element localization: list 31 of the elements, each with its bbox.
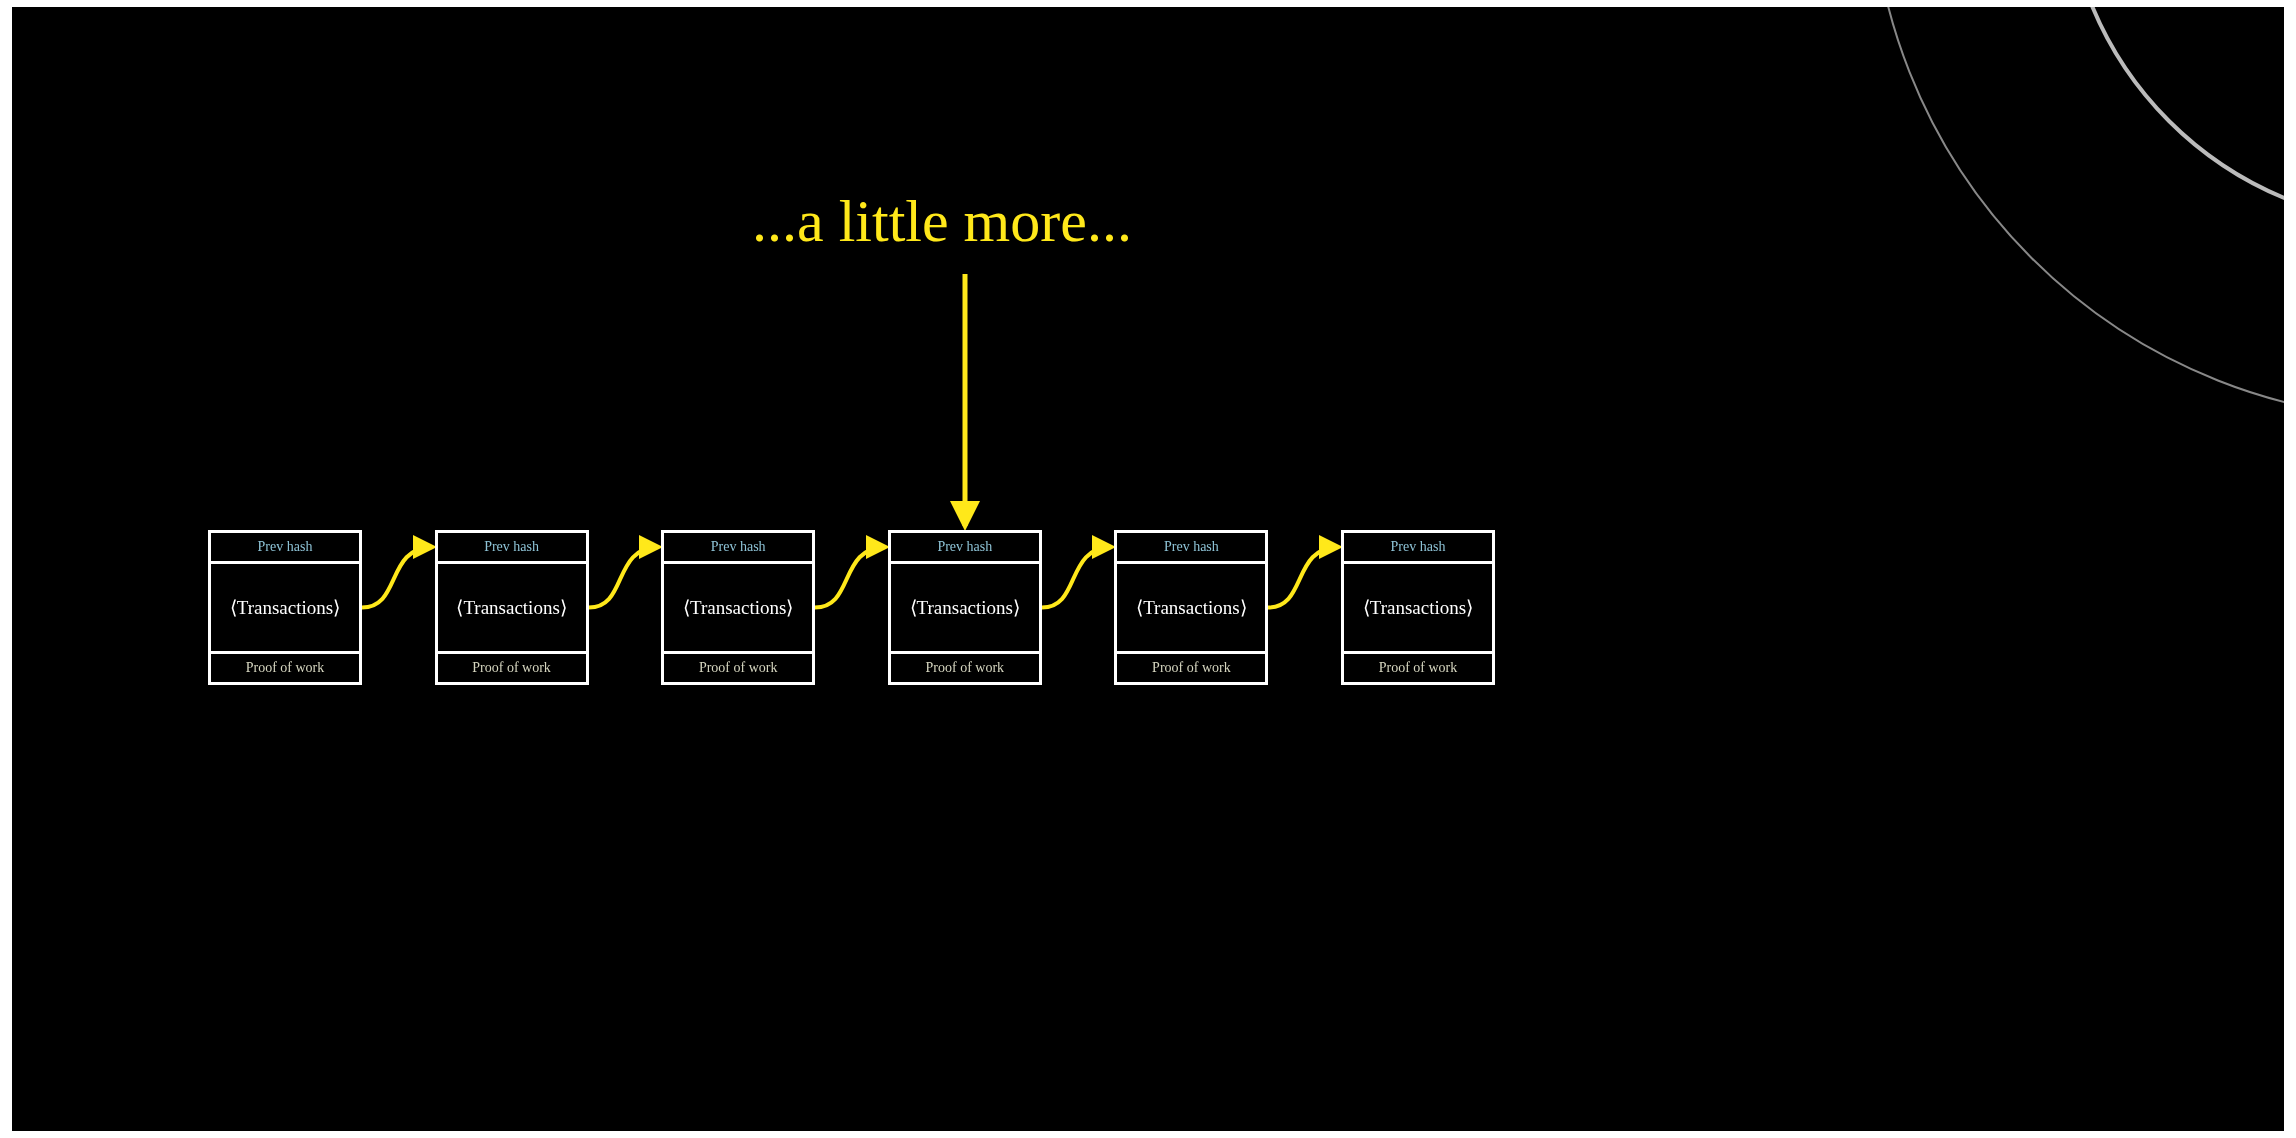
prev-hash-label: Prev hash [257, 539, 313, 555]
prev-hash-label: Prev hash [1390, 539, 1446, 555]
arrow [950, 274, 980, 531]
arrow [588, 537, 663, 610]
block-box [434, 530, 589, 685]
prev-hash-label: Prev hash [484, 539, 539, 555]
heading-text: ...a little more... [752, 187, 1132, 256]
transactions-label: ⟨Transactions⟩ [1362, 596, 1474, 619]
prev-hash-label: Prev hash [1163, 539, 1219, 555]
block-box [1114, 530, 1269, 685]
arrow [1041, 537, 1116, 610]
arrow [814, 537, 890, 610]
proof-of-work-label: Proof of work [925, 660, 1005, 676]
arrow [361, 537, 437, 610]
prev-hash-label: Prev hash [710, 539, 766, 555]
transactions-label: ⟨Transactions⟩ [456, 596, 567, 619]
transactions-label: ⟨Transactions⟩ [229, 596, 341, 619]
transactions-label: ⟨Transactions⟩ [909, 596, 1020, 619]
block-box [1341, 530, 1495, 685]
block-box [887, 530, 1042, 685]
transactions-label: ⟨Transactions⟩ [682, 596, 794, 619]
block-box [208, 530, 362, 685]
transactions-label: ⟨Transactions⟩ [1136, 596, 1247, 619]
arrow [1267, 537, 1343, 610]
prev-hash-label: Prev hash [937, 539, 993, 555]
block-box [661, 530, 816, 685]
proof-of-work-label: Proof of work [472, 660, 551, 676]
proof-of-work-label: Proof of work [1152, 660, 1231, 676]
proof-of-work-label: Proof of work [698, 660, 778, 676]
proof-of-work-label: Proof of work [245, 660, 325, 676]
proof-of-work-label: Proof of work [1378, 660, 1458, 676]
